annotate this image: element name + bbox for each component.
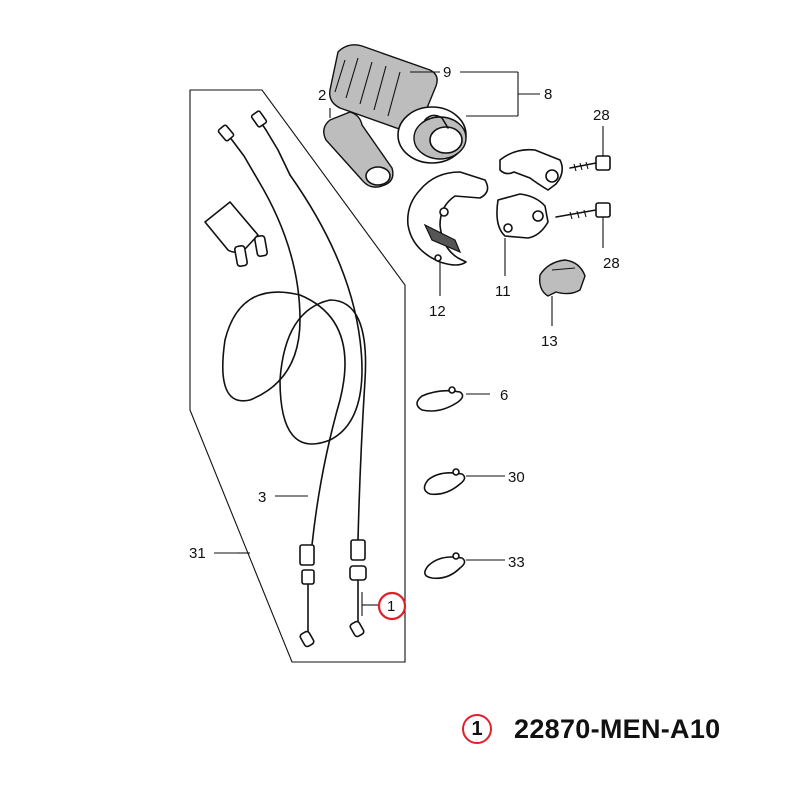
part-number[interactable]: 22870-MEN-A10 bbox=[514, 713, 721, 744]
legend-marker: 1 bbox=[462, 714, 492, 744]
cable-clamp-30 bbox=[423, 468, 466, 496]
cable-cap bbox=[538, 259, 586, 297]
callout-2: 2 bbox=[318, 87, 326, 104]
callout-12: 12 bbox=[429, 303, 446, 320]
callout-30: 30 bbox=[508, 469, 525, 486]
callout-33: 33 bbox=[508, 554, 525, 571]
cable-clamp-6 bbox=[416, 386, 464, 412]
leader-lines bbox=[214, 71, 604, 616]
throttle-cable-pull bbox=[217, 124, 346, 648]
callout-6: 6 bbox=[500, 387, 508, 404]
callout-9: 9 bbox=[443, 64, 451, 81]
callout-8: 8 bbox=[544, 86, 552, 103]
rubber-boot bbox=[204, 201, 268, 268]
callout-28-upper: 28 bbox=[593, 107, 610, 124]
callout-31: 31 bbox=[189, 545, 206, 562]
grip-cover bbox=[323, 111, 394, 188]
callout-1: 1 bbox=[387, 598, 395, 615]
callout-28-lower: 28 bbox=[603, 255, 620, 272]
throttle-housing-cover bbox=[496, 148, 564, 239]
callout-11: 11 bbox=[495, 283, 511, 300]
highlighted-callout-1[interactable]: 1 bbox=[377, 591, 407, 621]
bolt-lower bbox=[555, 202, 611, 220]
callout-3: 3 bbox=[258, 489, 266, 506]
throttle-housing bbox=[406, 171, 489, 266]
throttle-cable-return[interactable] bbox=[250, 110, 367, 638]
bolt-upper bbox=[569, 155, 611, 172]
callout-13: 13 bbox=[541, 333, 558, 350]
cable-clamp-33 bbox=[424, 552, 466, 580]
throttle-grip bbox=[329, 44, 467, 164]
cable-kit-boundary bbox=[189, 89, 406, 663]
part-legend: 1 22870-MEN-A10 bbox=[462, 707, 721, 751]
